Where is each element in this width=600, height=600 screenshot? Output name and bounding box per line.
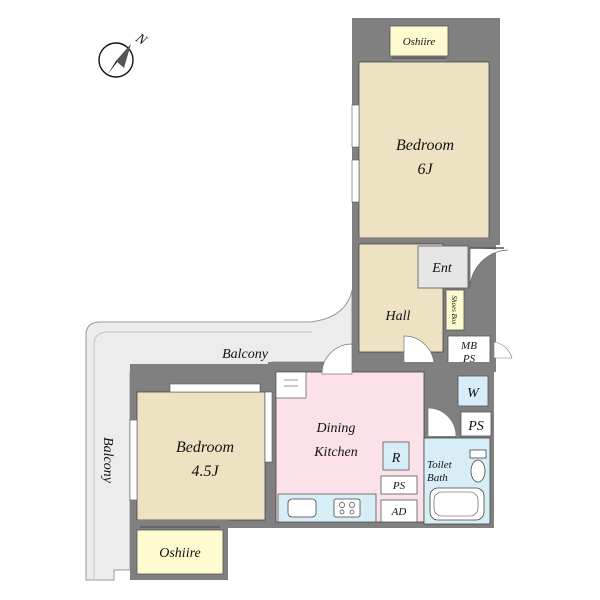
shoes-box-area <box>445 289 465 331</box>
stove-burner-icon <box>339 509 345 515</box>
oshiire-bottom-label: Oshiire <box>159 546 200 561</box>
hall-label: Hall <box>385 309 411 324</box>
fridge-label: R <box>391 451 401 466</box>
bedroom-6j-window-1 <box>351 104 360 148</box>
oshiire-top-label: Oshiire <box>403 36 436 48</box>
hall-door-swing <box>403 335 435 367</box>
bedroom-4-5j-door-side <box>264 391 273 463</box>
balcony-main-label: Balcony <box>222 347 269 362</box>
washer-label: W <box>467 386 480 401</box>
kitchen-ad-box <box>380 499 418 523</box>
oshiire-top-area <box>389 25 449 57</box>
stove-burner-icon <box>349 509 355 515</box>
bathtub-icon <box>429 487 485 521</box>
stove-burner-icon <box>349 502 355 508</box>
bedroom-4-5j-size: 4.5J <box>191 463 219 480</box>
stove-burner-icon <box>339 502 345 508</box>
bath-label: Bath <box>427 472 448 484</box>
bedroom-4-5j-floor <box>136 391 266 521</box>
mb-ps-label: PS <box>462 353 476 365</box>
bedroom-6j-size: 6J <box>417 161 433 178</box>
fridge-space <box>382 441 410 471</box>
entrance-door-swing <box>469 248 509 289</box>
mb-label: MB <box>460 340 477 352</box>
toilet-tank-icon <box>469 449 487 459</box>
kitchen-label: Kitchen <box>313 445 358 460</box>
toilet-label: Toilet <box>427 459 453 471</box>
kitchen-window <box>275 371 307 399</box>
balcony-side-label: Balcony <box>100 437 115 484</box>
balcony-inner-edge <box>93 331 312 580</box>
bedroom-6j-name: Bedroom <box>396 137 454 154</box>
bedroom-6j-window-2 <box>351 159 360 203</box>
entrance-floor <box>417 245 469 289</box>
dining-label: Dining <box>316 421 356 436</box>
right-ps-box <box>460 411 492 437</box>
bathtub-inner-icon <box>433 491 479 517</box>
kitchen-door-swing <box>321 343 353 375</box>
right-ps-label: PS <box>467 419 484 434</box>
entrance-label: Ent <box>431 261 453 276</box>
bedroom-4-5j-window-left <box>129 419 138 501</box>
bedroom-6j-floor <box>358 61 490 239</box>
compass-arrow-half-icon <box>116 44 131 68</box>
bedroom-4-5j-name: Bedroom <box>176 439 234 456</box>
oshiire-bottom-area <box>136 529 224 575</box>
bedroom-4-5j-window-top <box>169 383 261 393</box>
kitchen-stove-icon <box>333 498 361 518</box>
kitchen-sink-icon <box>287 498 317 518</box>
kitchen-ps-box <box>380 475 418 495</box>
kitchen-ad-label: AD <box>391 506 407 518</box>
toilet-bowl-icon <box>470 459 486 483</box>
bath-door-swing <box>427 407 457 437</box>
shoes-box-label: Shoes Box <box>450 296 458 326</box>
mb-ps-door-swing <box>493 341 513 359</box>
kitchen-ps-label: PS <box>392 480 406 492</box>
washer-space <box>457 375 489 407</box>
compass-north-label: N <box>132 30 150 49</box>
